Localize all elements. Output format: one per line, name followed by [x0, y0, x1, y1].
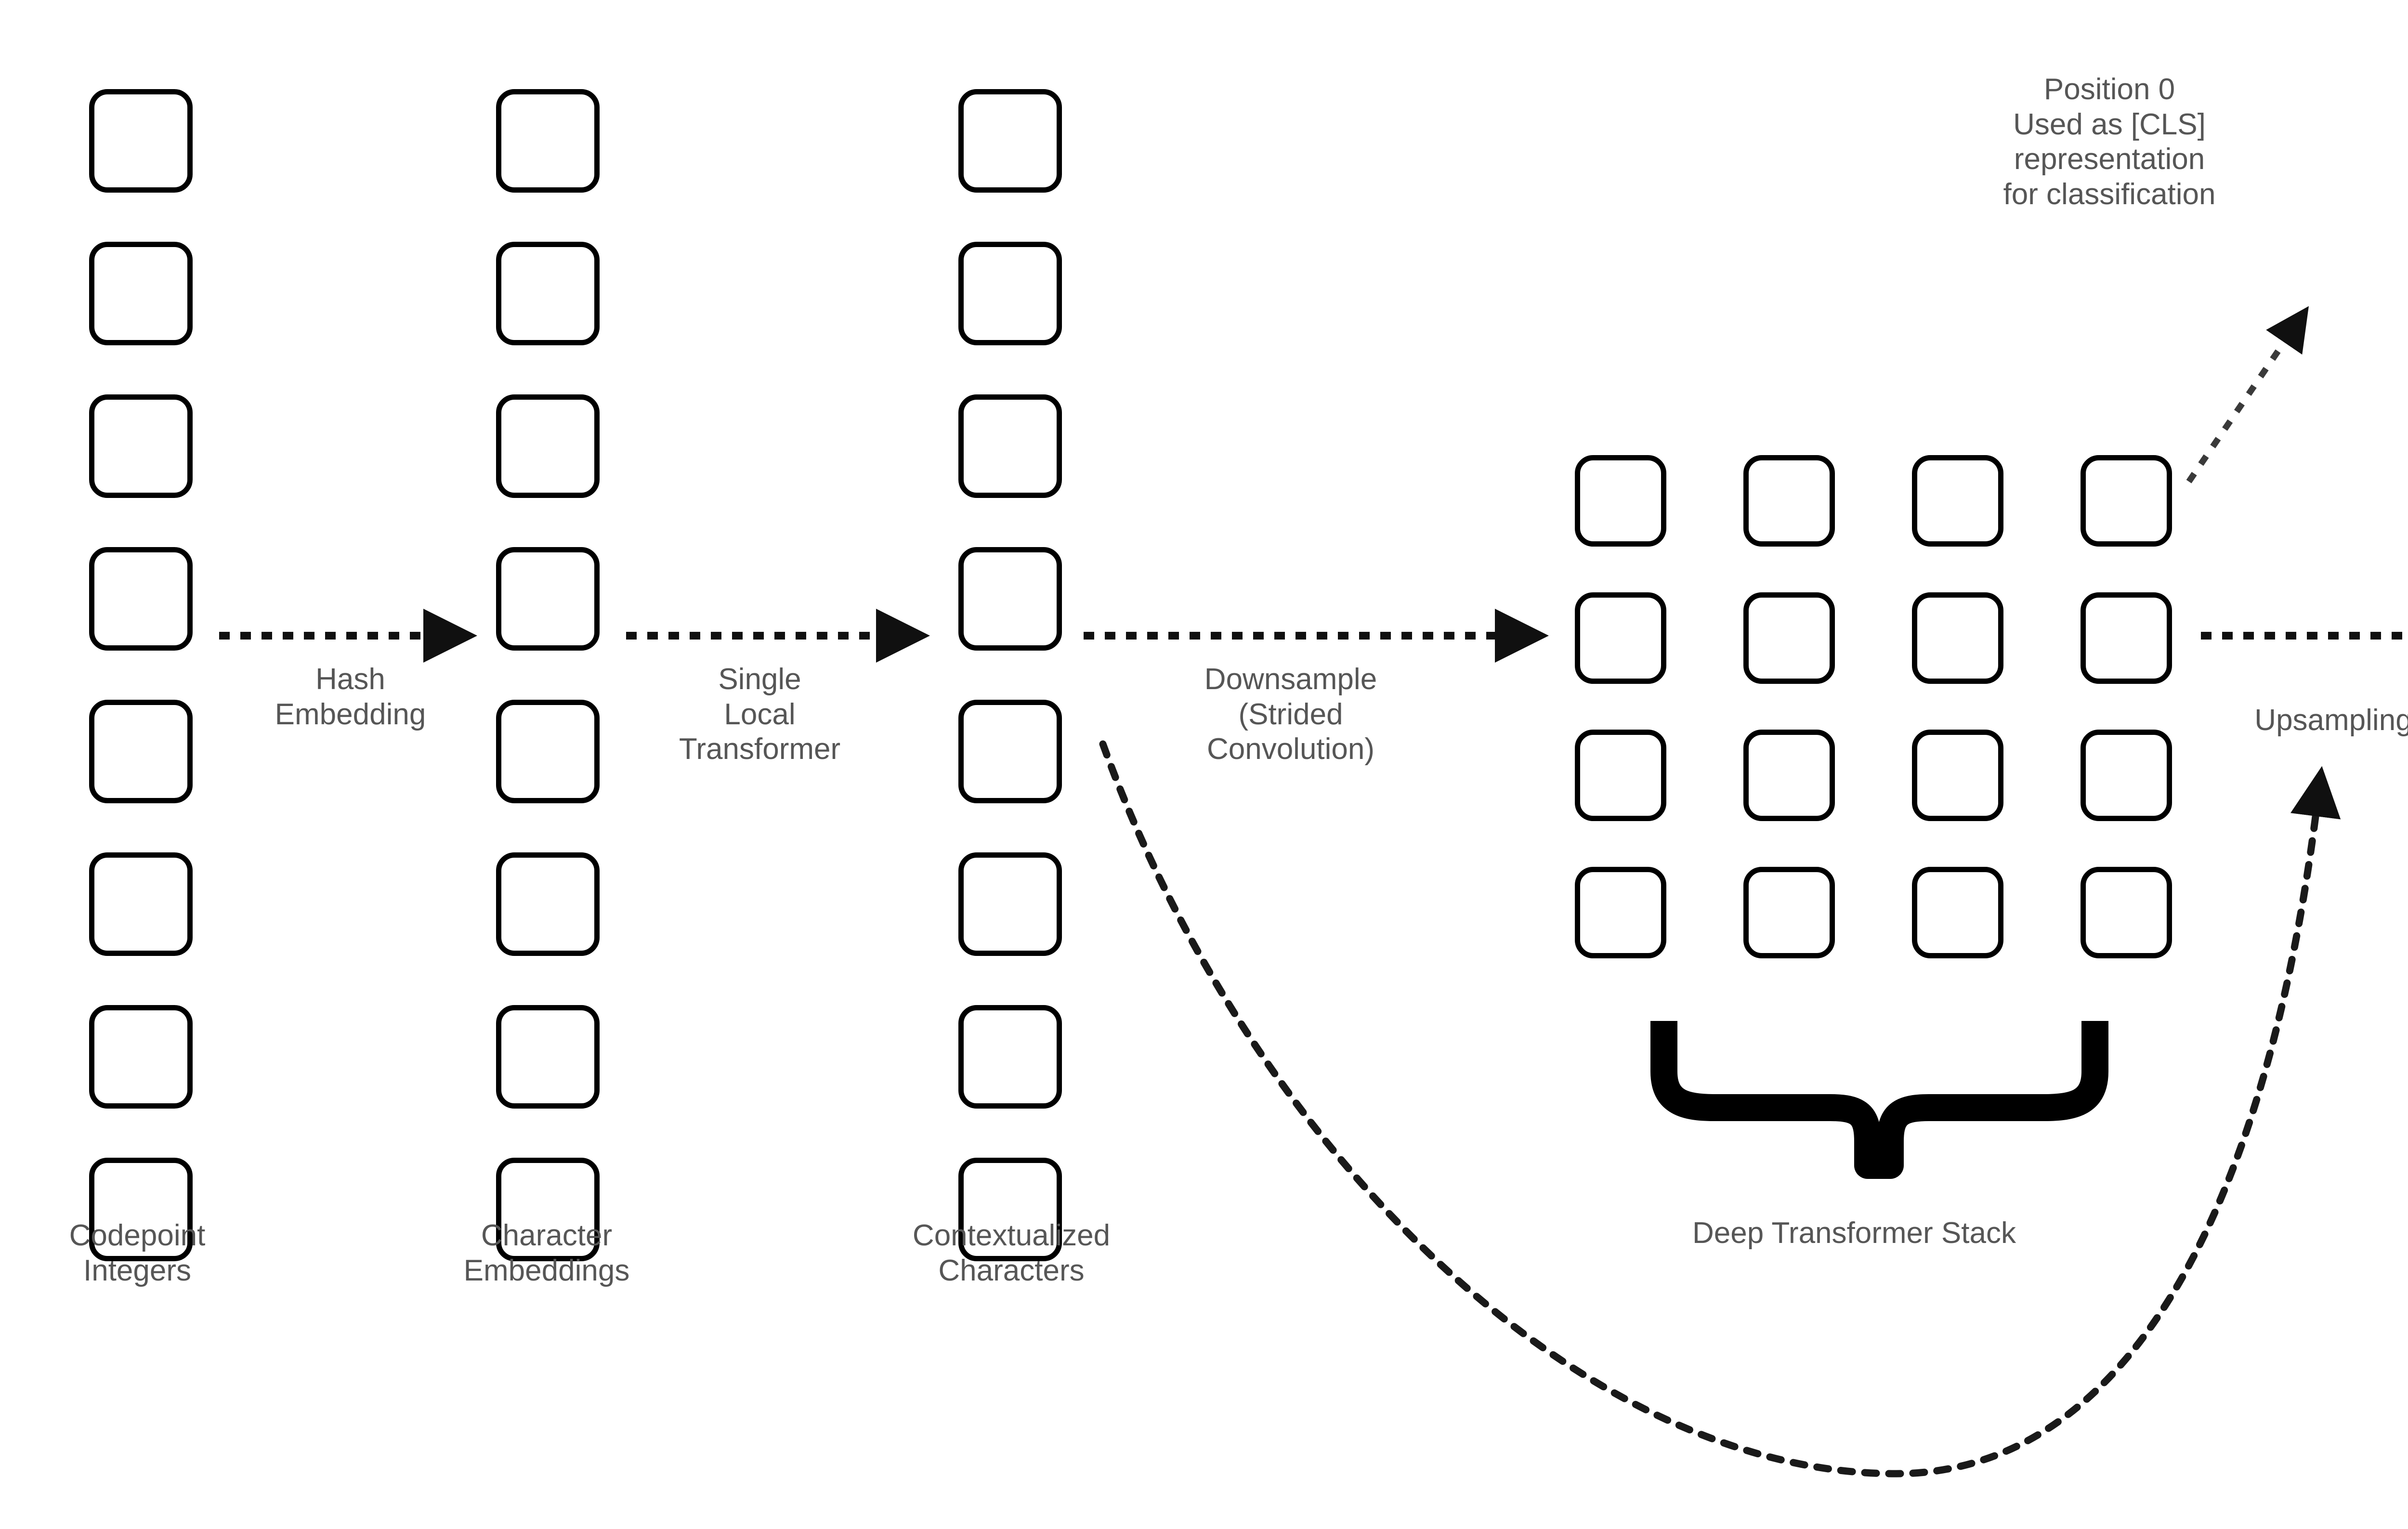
cell: [89, 1005, 193, 1109]
cell: [496, 852, 600, 956]
cell: [2081, 455, 2172, 547]
cell: [958, 242, 1062, 345]
cell: [89, 852, 193, 956]
cell: [1575, 730, 1666, 821]
arrow-label-single-local-transformer: Single Local Transformer: [679, 663, 841, 766]
cell: [1743, 867, 1835, 958]
cell: [496, 394, 600, 498]
cell: [1912, 730, 2003, 821]
cell: [89, 394, 193, 498]
curved-dotted-arrow-icon: [1099, 740, 2341, 1477]
cell: [1743, 455, 1835, 547]
column-label-contextualized-characters: Contextualized Characters: [912, 1219, 1111, 1287]
cell: [496, 1158, 600, 1261]
cell: [958, 89, 1062, 193]
arrow-label-hash-embedding: Hash Embedding: [275, 663, 426, 731]
cell: [1743, 592, 1835, 684]
column-label-character-embeddings: Character Embeddings: [463, 1219, 630, 1287]
cell: [89, 89, 193, 193]
cell: [89, 1158, 193, 1261]
cell: [958, 700, 1062, 803]
cell: [496, 89, 600, 193]
cell: [958, 394, 1062, 498]
cell: [958, 547, 1062, 651]
cell: [89, 700, 193, 803]
cell: [2081, 592, 2172, 684]
curly-brace-icon: [1650, 1021, 2108, 1179]
cell: [496, 1005, 600, 1109]
cell: [958, 1005, 1062, 1109]
cell: [1575, 592, 1666, 684]
cell: [958, 1158, 1062, 1261]
cell: [89, 242, 193, 345]
annotation-position-zero-cls: Position 0 Used as [CLS] representation …: [2003, 73, 2216, 211]
cell: [496, 547, 600, 651]
cell: [958, 852, 1062, 956]
column-label-codepoint-integers: Codepoint Integers: [69, 1219, 206, 1287]
transformer-stack-label: Deep Transformer Stack: [1692, 1216, 2016, 1250]
cell: [1575, 455, 1666, 547]
cell: [496, 242, 600, 345]
cell: [1912, 455, 2003, 547]
cell: [2081, 730, 2172, 821]
cell: [2081, 867, 2172, 958]
cell: [496, 700, 600, 803]
diagonal-dotted-arrow-icon: [2186, 306, 2309, 484]
arrow-label-upsampling: Upsampling: [2254, 704, 2408, 737]
cell: [1912, 592, 2003, 684]
cell: [1575, 867, 1666, 958]
cell: [89, 547, 193, 651]
cell: [1743, 730, 1835, 821]
cell: [1912, 867, 2003, 958]
arrow-label-downsample-strided-convolution: Downsample (Strided Convolution): [1204, 663, 1377, 766]
